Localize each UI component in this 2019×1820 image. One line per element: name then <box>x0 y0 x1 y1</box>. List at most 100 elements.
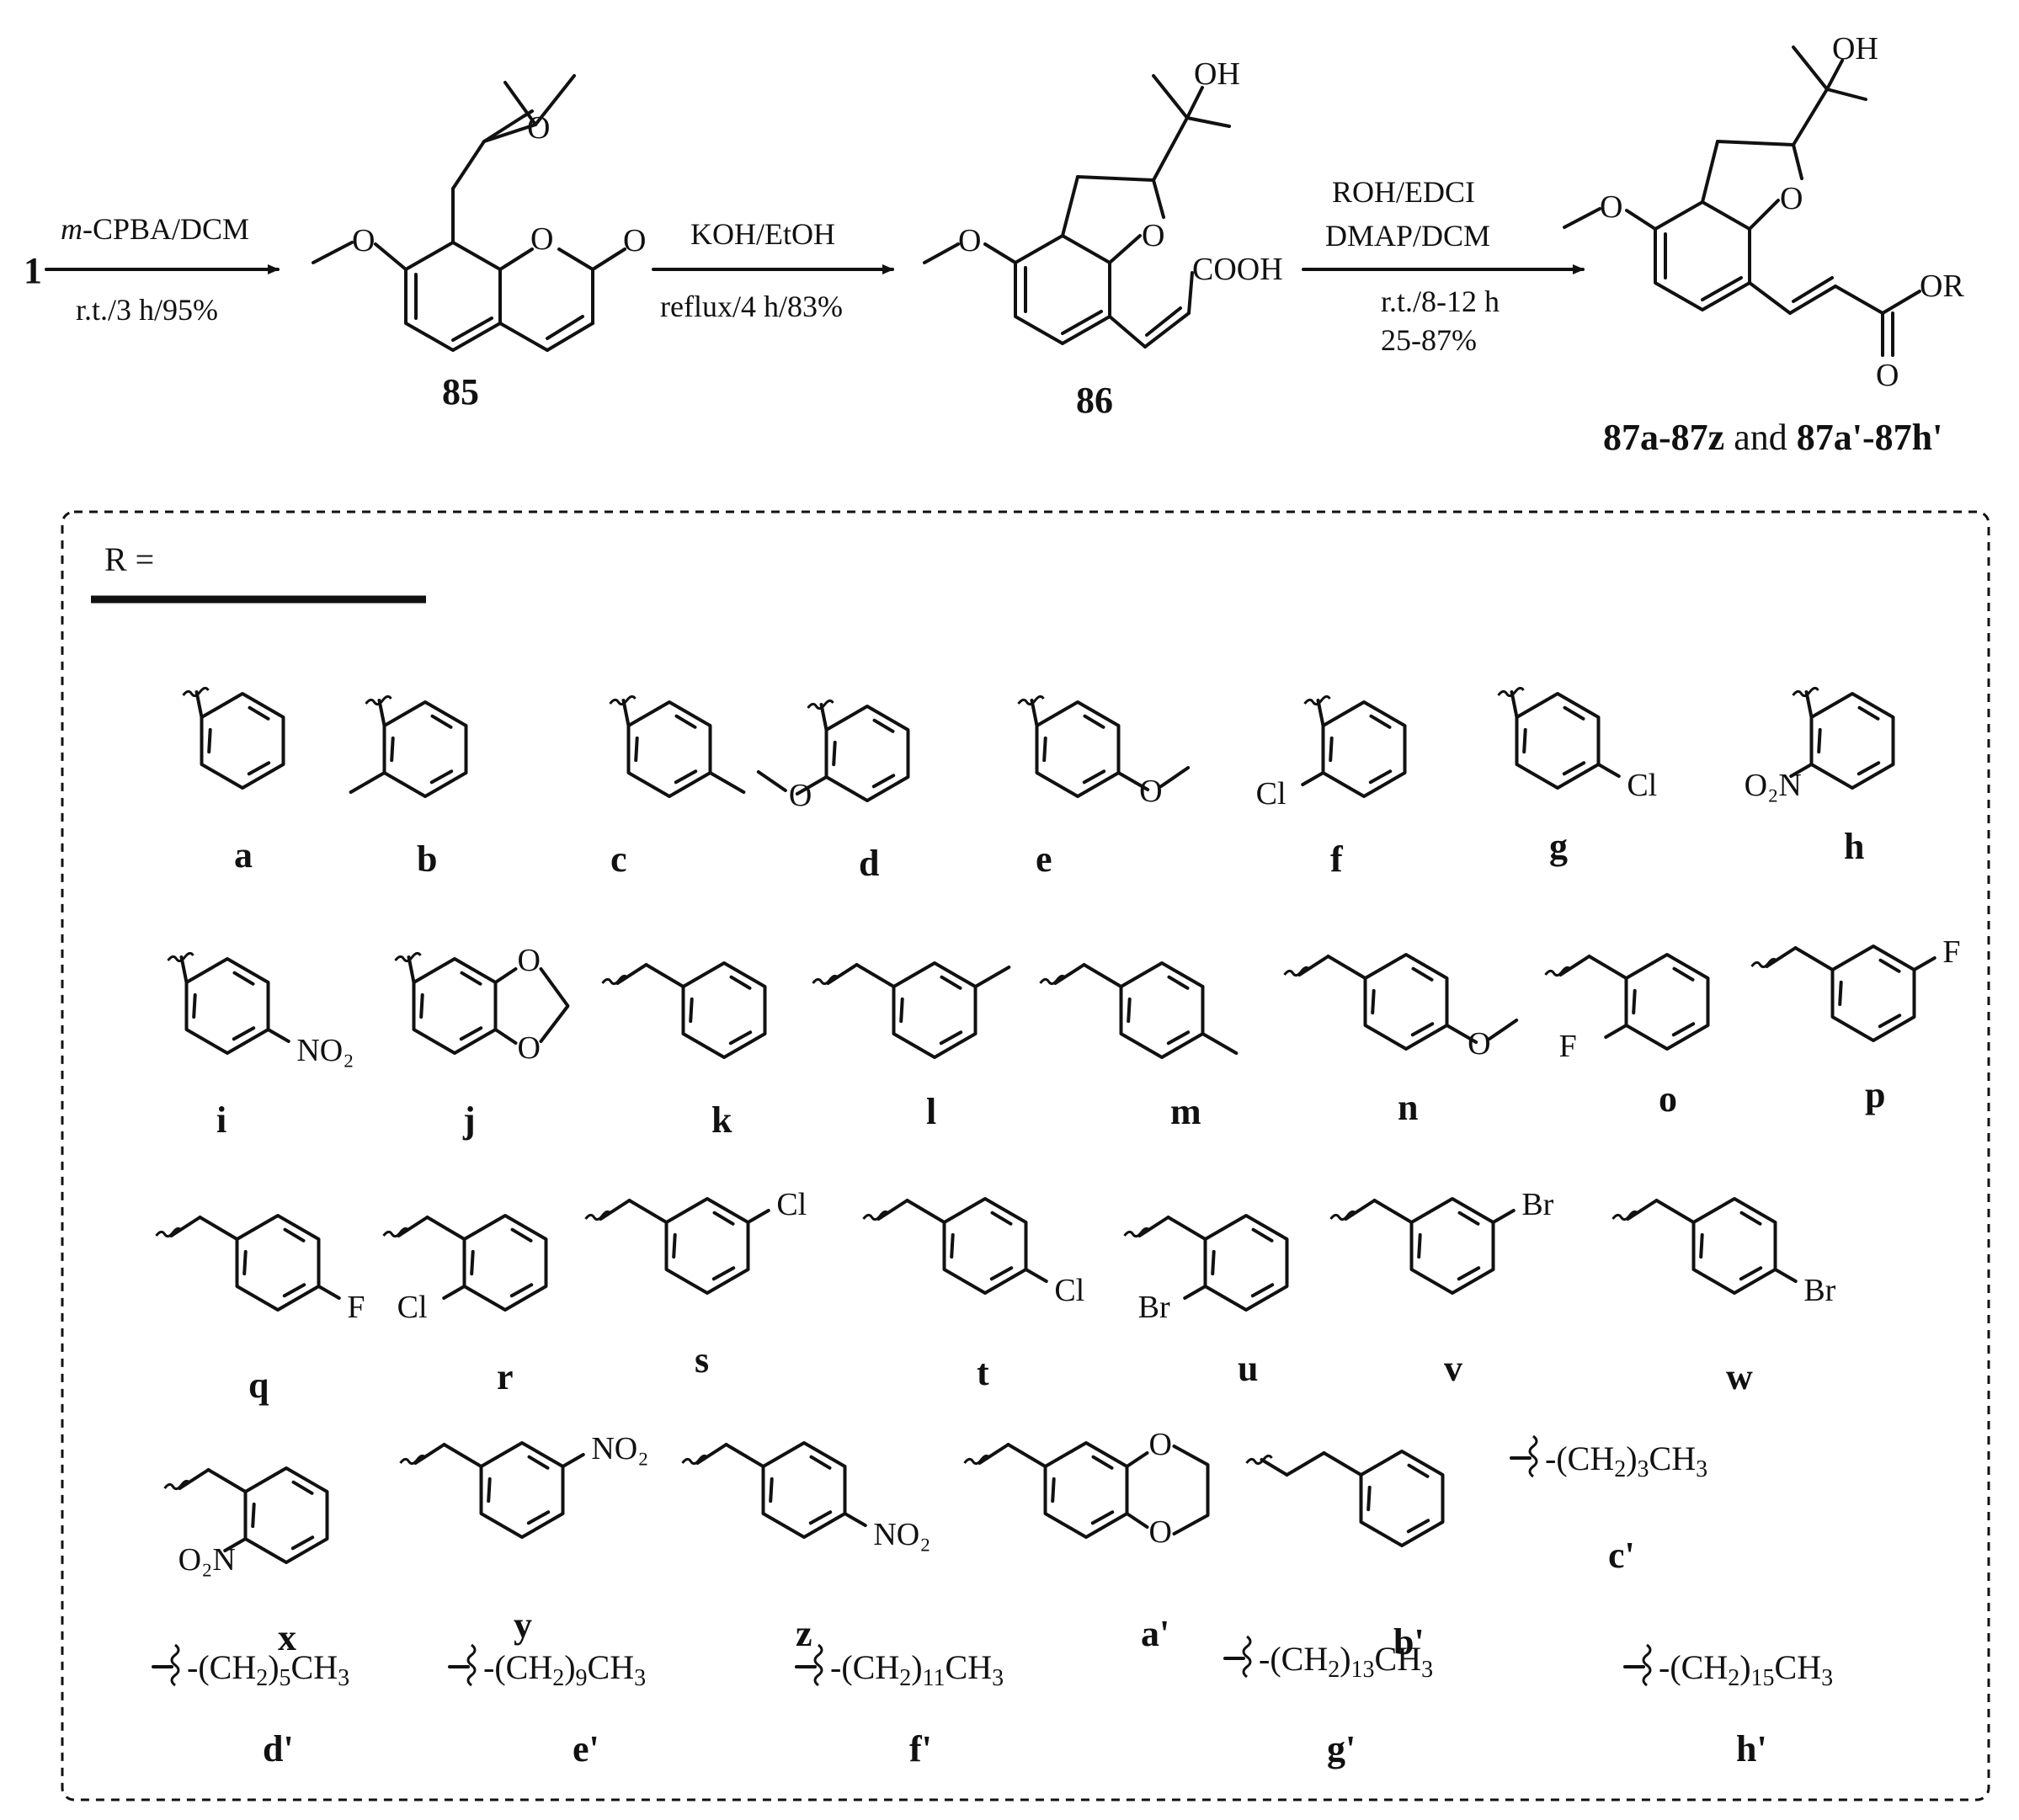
ester-OR: OR <box>1920 269 1964 304</box>
label-a: a <box>234 834 253 875</box>
methoxy-O: O <box>958 223 981 258</box>
alkyl-g1: -(CH2)13CH3 g' <box>1223 1635 1433 1769</box>
label-b: b <box>417 838 437 880</box>
epoxide-O: O <box>527 110 550 146</box>
label-o: o <box>1659 1078 1677 1120</box>
svg-text:-(CH2)13CH3: -(CH2)13CH3 <box>1259 1640 1433 1683</box>
label-c1: c' <box>1608 1535 1635 1576</box>
r-group-header: R = <box>104 540 154 578</box>
svg-text:Cl: Cl <box>776 1187 807 1222</box>
label-f: f <box>1330 838 1344 880</box>
label-e1: e' <box>573 1728 599 1769</box>
svg-text:F: F <box>1559 1029 1577 1064</box>
substituent-s: Cls <box>584 1187 807 1381</box>
product-furan-O: O <box>1780 181 1803 216</box>
label-r: r <box>497 1356 514 1397</box>
ester-carbonyl-O: O <box>1876 358 1899 393</box>
ring-O: O <box>530 221 553 257</box>
svg-text:NO₂: NO₂ <box>296 1033 354 1068</box>
step1-conditions: r.t./3 h/95% <box>76 293 218 327</box>
svg-text:Cl: Cl <box>1627 768 1657 803</box>
product-methoxy-O: O <box>1600 189 1622 225</box>
substituent-q: Fq <box>155 1214 365 1406</box>
furan-O: O <box>1142 218 1164 253</box>
substituent-l: l <box>812 961 1011 1132</box>
label-z: z <box>796 1613 812 1654</box>
svg-text:O: O <box>789 778 812 813</box>
step2-reagent: KOH/EtOH <box>690 217 835 251</box>
substituent-k: k <box>601 961 767 1141</box>
label-t: t <box>977 1352 989 1393</box>
substituent-v: Brv <box>1329 1187 1554 1389</box>
alkyl-c1: -(CH2)3CH3 c' <box>1510 1434 1707 1576</box>
svg-text:-(CH2)11CH3: -(CH2)11CH3 <box>830 1648 1004 1691</box>
label-b1: b' <box>1393 1621 1425 1663</box>
substituent-box <box>61 510 1990 1801</box>
substituent-o: Fo <box>1544 953 1710 1120</box>
svg-text:O: O <box>1468 1026 1490 1062</box>
label-d1: d' <box>263 1728 294 1769</box>
alkyl-f1: -(CH2)11CH3 f' <box>795 1643 1004 1769</box>
step3-reagent-1: ROH/EDCI <box>1332 175 1475 209</box>
atom-O: O <box>352 223 375 258</box>
substituent-f: Cl f <box>1256 694 1407 880</box>
label-l: l <box>926 1091 936 1132</box>
label-k: k <box>711 1099 732 1141</box>
substituent-g: Cl g <box>1497 686 1657 867</box>
label-y: y <box>514 1604 532 1646</box>
alkyl-d1: -(CH2)5CH3 d' <box>152 1643 349 1769</box>
svg-text:O: O <box>517 1030 540 1066</box>
svg-text:NO₂: NO₂ <box>591 1431 648 1466</box>
compound-85-label: 85 <box>442 371 479 412</box>
compound-86-structure: O O OH COOH <box>923 56 1283 349</box>
substituent-e: Oe <box>1017 694 1191 880</box>
substituent-t: Cl t <box>862 1197 1084 1393</box>
starting-material-label: 1 <box>24 250 42 291</box>
compound-85-structure: O O O O <box>312 74 646 352</box>
svg-text:-(CH2)5CH3: -(CH2)5CH3 <box>187 1648 349 1691</box>
substituent-i: NO₂ i <box>167 951 354 1141</box>
svg-text:F: F <box>347 1290 365 1325</box>
step3-reagent-2: DMAP/DCM <box>1325 219 1490 253</box>
substituent-p: Fp <box>1750 934 1960 1115</box>
label-c: c <box>610 838 627 880</box>
svg-text:O: O <box>1148 1427 1171 1462</box>
label-f1: f' <box>909 1728 932 1769</box>
svg-text:F: F <box>1942 934 1960 970</box>
svg-text:O₂N: O₂N <box>178 1542 236 1578</box>
label-g1: g' <box>1327 1728 1356 1769</box>
label-a1: a' <box>1141 1613 1169 1654</box>
label-x: x <box>278 1617 296 1658</box>
reaction-top-row: 1 m-CPBA/DCM r.t./3 h/95% O O O O <box>24 31 1964 458</box>
carbonyl-O: O <box>623 223 646 258</box>
label-p: p <box>1865 1074 1885 1115</box>
substituent-d: Od <box>756 699 910 884</box>
svg-text:Br: Br <box>1138 1290 1170 1325</box>
substituent-m: m <box>1039 961 1239 1132</box>
svg-text:Cl: Cl <box>1054 1273 1084 1308</box>
label-i: i <box>216 1099 226 1141</box>
substituent-x: O₂N x <box>163 1466 329 1658</box>
label-u: u <box>1238 1348 1258 1389</box>
substituent-n: On <box>1283 953 1519 1128</box>
svg-text:O: O <box>1148 1514 1171 1550</box>
svg-text:Br: Br <box>1803 1273 1835 1308</box>
label-n: n <box>1398 1087 1418 1128</box>
substituent-a1: O Oa' <box>963 1427 1210 1654</box>
svg-text:Cl: Cl <box>397 1290 428 1325</box>
svg-text:O: O <box>1139 774 1162 809</box>
carboxyl-COOH: COOH <box>1192 252 1283 287</box>
label-g: g <box>1549 826 1568 867</box>
compound-87-structure: O O OH OR O <box>1563 31 1964 393</box>
label-w: w <box>1726 1356 1753 1397</box>
svg-text:Cl: Cl <box>1256 776 1287 812</box>
substituent-b: b <box>349 694 468 880</box>
substituent-a: a <box>182 686 285 875</box>
label-h: h <box>1844 826 1864 867</box>
svg-text:-(CH2)3CH3: -(CH2)3CH3 <box>1545 1440 1707 1482</box>
